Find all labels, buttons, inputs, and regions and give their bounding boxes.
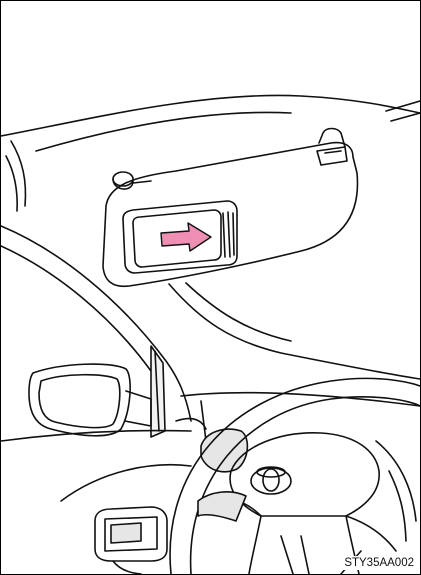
door-lower-line <box>61 465 191 501</box>
left-pillar-top <box>6 141 25 211</box>
door-handle <box>95 507 167 574</box>
steering-wheel <box>170 378 420 574</box>
right-visor-fragment <box>386 101 420 121</box>
a-pillar-right-inner <box>186 283 291 341</box>
headliner-inner-line <box>36 112 291 151</box>
side-mirror <box>29 364 151 436</box>
dashboard-top <box>181 393 420 406</box>
windshield-left-edge-inner <box>1 246 151 371</box>
figure-reference-code: STY35AA002 <box>342 556 416 570</box>
visor-clip <box>317 129 347 166</box>
gauge-hood <box>201 429 247 472</box>
a-pillar-right <box>169 284 420 379</box>
slide-arrow-icon <box>161 223 211 251</box>
column-line <box>281 536 309 574</box>
toyota-emblem-icon <box>251 467 291 494</box>
